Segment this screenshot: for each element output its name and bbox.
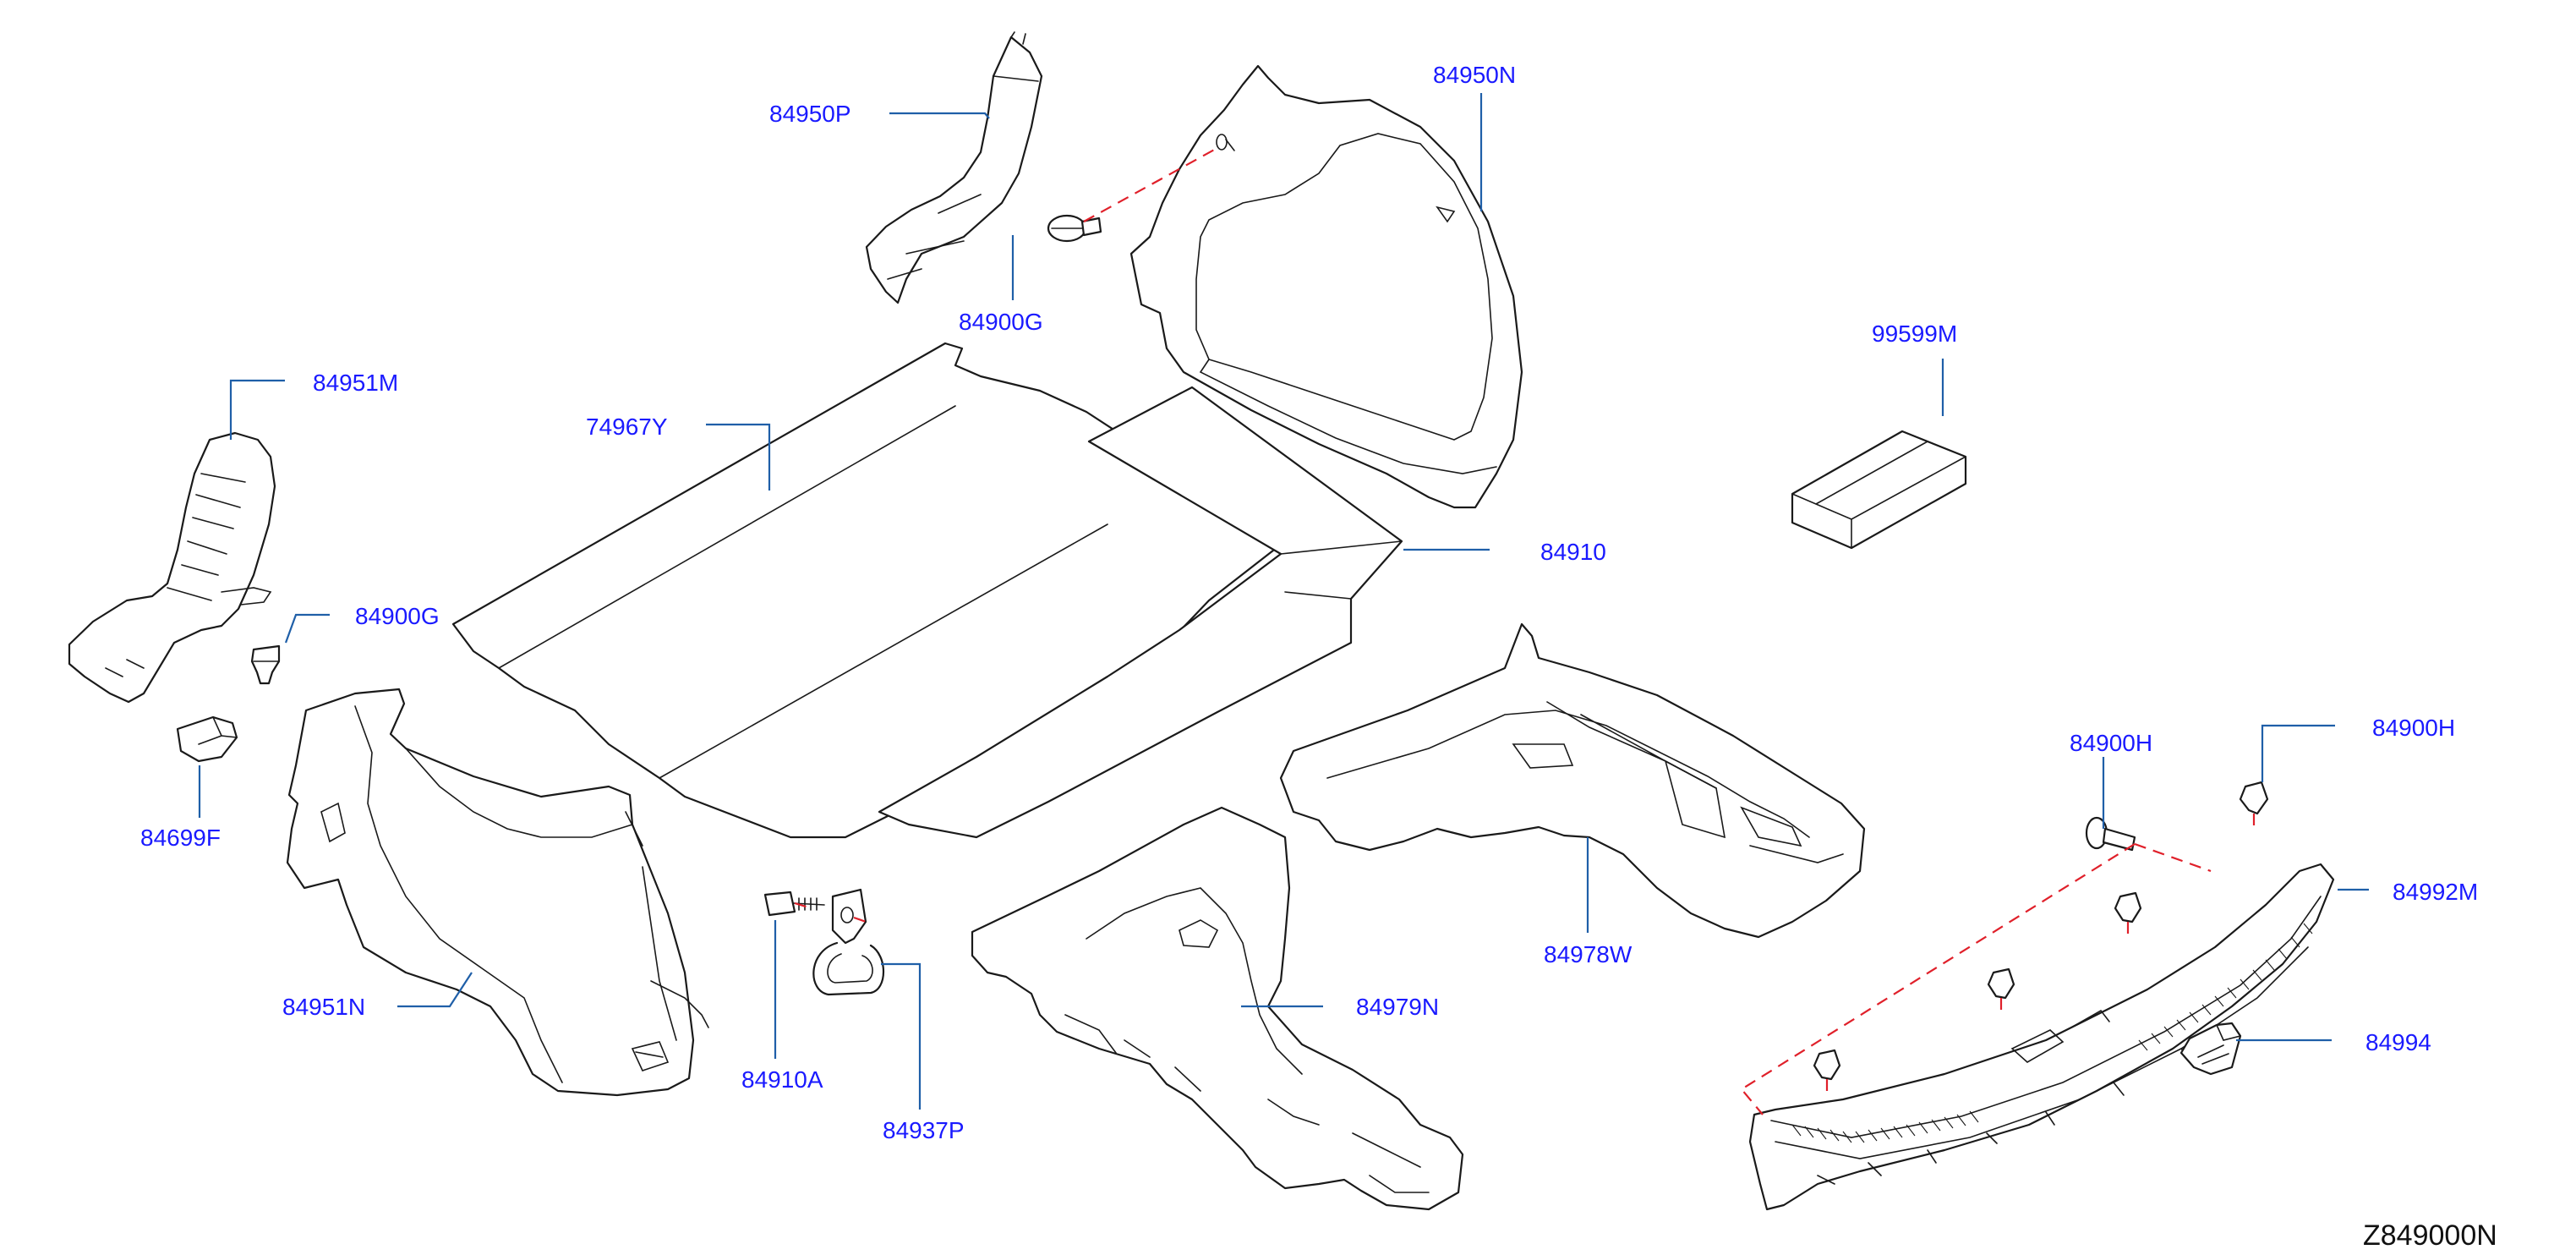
part-99599M-drawing [1791,430,1967,550]
part-84994-drawing [2179,1022,2242,1076]
part-84900G-top-drawing [1047,214,1102,243]
part-84900H-right-drawing [2239,781,2269,815]
part-84910-drawing [878,386,1403,839]
part-84979N-drawing [971,806,1464,1211]
label-84992M[interactable]: 84992M [2393,879,2478,905]
part-84950N-drawing [1129,64,1523,509]
label-84978W[interactable]: 84978W [1544,941,1633,967]
label-84900H-right[interactable]: 84900H [2372,715,2455,741]
label-84979N[interactable]: 84979N [1356,994,1439,1020]
part-84951N-drawing [286,688,709,1097]
label-84951N[interactable]: 84951N [282,994,365,1020]
part-84937P-drawing [812,888,885,996]
label-84950P[interactable]: 84950P [769,101,851,127]
label-99599M[interactable]: 99599M [1872,321,1957,347]
part-84992M-drawing [1748,863,2335,1211]
label-84699F[interactable]: 84699F [140,825,221,851]
part-84951M-drawing [68,431,276,704]
dashed-guide-lines [794,147,2256,1115]
part-84900G-left-drawing [250,644,281,685]
label-84994[interactable]: 84994 [2365,1029,2431,1055]
label-74967Y[interactable]: 74967Y [586,414,668,440]
label-84951M[interactable]: 84951M [313,370,398,396]
part-84900H-mid-drawing [2085,816,2136,852]
label-84900H-mid[interactable]: 84900H [2070,730,2152,756]
label-84910A[interactable]: 84910A [741,1066,823,1093]
part-number-labels: 84950P 84950N 84900G 99599M 84951M 74967… [140,62,2478,1143]
label-84910[interactable]: 84910 [1540,539,1606,565]
part-84699F-drawing [176,715,238,763]
label-84900G-left[interactable]: 84900G [355,603,440,629]
diagram-code: Z849000N [2363,1219,2497,1252]
label-84950N[interactable]: 84950N [1433,62,1516,88]
part-84978W-drawing [1279,622,1866,939]
label-84900G-top[interactable]: 84900G [959,309,1043,335]
leader-lines [198,93,2369,1110]
label-84937P[interactable]: 84937P [883,1117,965,1143]
part-84950P-drawing [865,31,1043,304]
